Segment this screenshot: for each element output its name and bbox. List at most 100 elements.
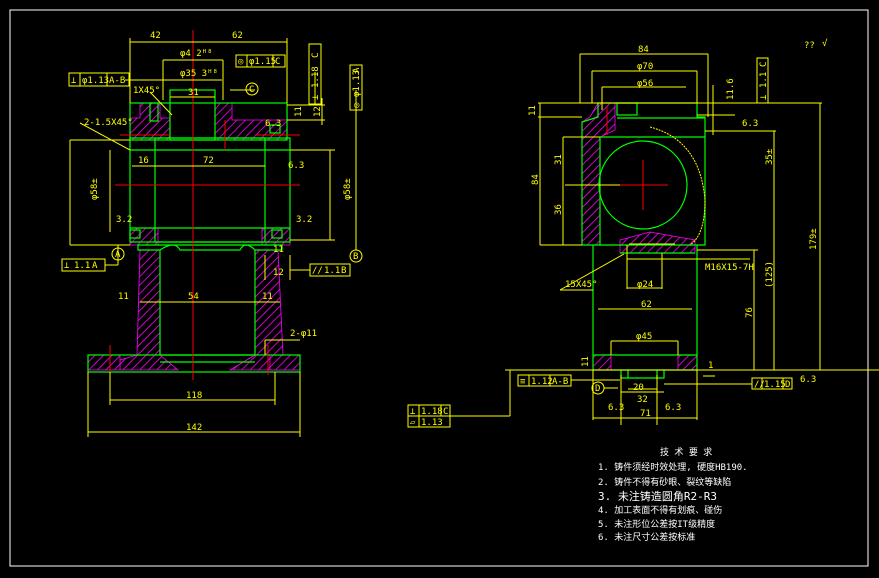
dim-72: 72 [203, 156, 214, 166]
svg-text:C: C [311, 53, 321, 58]
hatched-sections [87, 102, 301, 371]
dim-142: 142 [186, 423, 202, 433]
dim-31: 31 [188, 88, 199, 98]
dim-11: 11 [528, 105, 538, 116]
dim-phi35: φ35 3ᴴ⁸ [180, 69, 218, 79]
svg-text:1.12: 1.12 [531, 377, 553, 387]
svg-text:A-B: A-B [109, 76, 125, 86]
dim-m16-thread: M16X15-7H [705, 263, 754, 273]
dim-20: 20 [633, 383, 644, 393]
dim-15x45: 15X45° [565, 280, 598, 290]
svg-text:1.18: 1.18 [421, 407, 443, 417]
svg-text:1.13: 1.13 [421, 418, 443, 428]
roughness-6.3-right: 6.3 [665, 403, 681, 413]
note-item: 6. 未注尺寸公差按标准 [598, 531, 695, 543]
outline [87, 89, 301, 373]
datum-b: B [353, 252, 358, 262]
dim-16: 16 [138, 156, 149, 166]
svg-text:1.1: 1.1 [759, 72, 769, 88]
svg-text:⊥: ⊥ [759, 94, 769, 100]
dim-71: 71 [640, 409, 651, 419]
hatched-sections-right [581, 102, 698, 371]
gdt-position-c: ◎ φ1.15C [235, 54, 286, 68]
dim-2-1.5x45: 2-1.5X45° [84, 118, 133, 128]
roughness-6.3-right: 6.3 [288, 161, 304, 171]
dim-125: (125) [765, 261, 775, 288]
svg-text:φ1.15: φ1.15 [249, 57, 276, 67]
svg-text:≡: ≡ [520, 377, 526, 387]
dim-31: 31 [554, 154, 564, 165]
note-item: 4. 加工表面不得有划痕、碰伤 [598, 504, 722, 516]
note-item: 5. 未注形位公差按IT级精度 [598, 518, 715, 530]
svg-text:C: C [275, 57, 280, 67]
dim-phi70: φ70 [637, 62, 653, 72]
dim-phi56: φ56 [637, 79, 653, 89]
roughness-3.2-left: 3.2 [116, 215, 132, 225]
dim-84-vertical: 84 [531, 174, 541, 185]
dimension-lines [69, 38, 357, 437]
dim-36: 36 [554, 204, 564, 215]
note-item: 3. 未注铸造圆角R2-R3 [598, 489, 717, 503]
svg-text:D: D [785, 380, 790, 390]
dim-42: 42 [150, 31, 161, 41]
svg-text:⊥: ⊥ [410, 407, 416, 417]
dim-11-bottom: 11 [273, 245, 284, 255]
datum-markers-left: A B C [111, 82, 363, 263]
hidden-arc [649, 126, 706, 246]
dim-84: 84 [638, 45, 649, 55]
dim-phi45: φ45 [636, 332, 652, 342]
gdt-concentricity-a: ◎ φ1.13A [349, 64, 363, 111]
dim-phi58-right: φ58± [343, 178, 353, 200]
roughness-check-icon: √ [822, 38, 828, 49]
roughness-6.3-base: 6.3 [800, 375, 816, 385]
note-item: 2. 铸件不得有砂眼、裂纹等缺陷 [598, 476, 731, 488]
svg-text:C: C [443, 407, 448, 417]
svg-text:⊥: ⊥ [71, 76, 77, 86]
gdt-perpendicularity-c-right: ⊥ 1.1 C [756, 57, 769, 104]
svg-text:1.15: 1.15 [764, 380, 786, 390]
dim-179: 179± [809, 228, 819, 250]
svg-text:A-B: A-B [552, 377, 568, 387]
svg-text://: // [754, 380, 765, 390]
svg-text:φ1.13: φ1.13 [352, 70, 362, 97]
dim-phi4: φ4 2ᴴ⁸ [180, 49, 213, 59]
dim-12-bottom: 12 [273, 268, 284, 278]
dim-12-top: 12 [313, 106, 323, 117]
svg-text:▱: ▱ [410, 418, 416, 428]
datum-markers-right: D [591, 381, 605, 395]
dim-11.6: 11.6 [726, 78, 736, 100]
roughness-6.3-top: 6.3 [265, 119, 281, 129]
side-view: 84 φ70 φ56 11 11.6 35± 31 84 36 179± M16… [407, 38, 879, 428]
dim-11-top: 11 [294, 106, 304, 117]
datum-a: A [115, 250, 121, 260]
svg-text:◎: ◎ [238, 57, 244, 67]
svg-text:A: A [352, 67, 362, 73]
svg-text://: // [312, 266, 323, 276]
dim-11-right: 11 [262, 292, 273, 302]
drawing-border [9, 9, 869, 567]
dim-11-left: 11 [118, 292, 129, 302]
dimension-lines-right [450, 53, 879, 425]
svg-text:1.18: 1.18 [311, 66, 321, 88]
dim-1: 1 [708, 361, 713, 371]
dimension-labels-right: 84 φ70 φ56 11 11.6 35± 31 84 36 179± M16… [528, 38, 828, 419]
roughness-3.2-right: 3.2 [296, 215, 312, 225]
datum-d: D [595, 384, 600, 394]
dim-76: 76 [745, 307, 755, 318]
svg-text:1.1: 1.1 [324, 266, 340, 276]
svg-text:C: C [759, 62, 769, 67]
roughness-other-symbol: ?? [804, 41, 815, 51]
technical-requirements: 技 术 要 求 1. 铸件须经时效处理, 硬度HB190. 2. 铸件不得有砂眼… [598, 446, 748, 543]
front-section-view: 42 62 φ4 2ᴴ⁸ φ35 3ᴴ⁸ 31 1X45° 2-1.5X45° … [61, 30, 363, 437]
svg-text:◎: ◎ [352, 102, 362, 108]
svg-text:⊥: ⊥ [64, 261, 70, 271]
